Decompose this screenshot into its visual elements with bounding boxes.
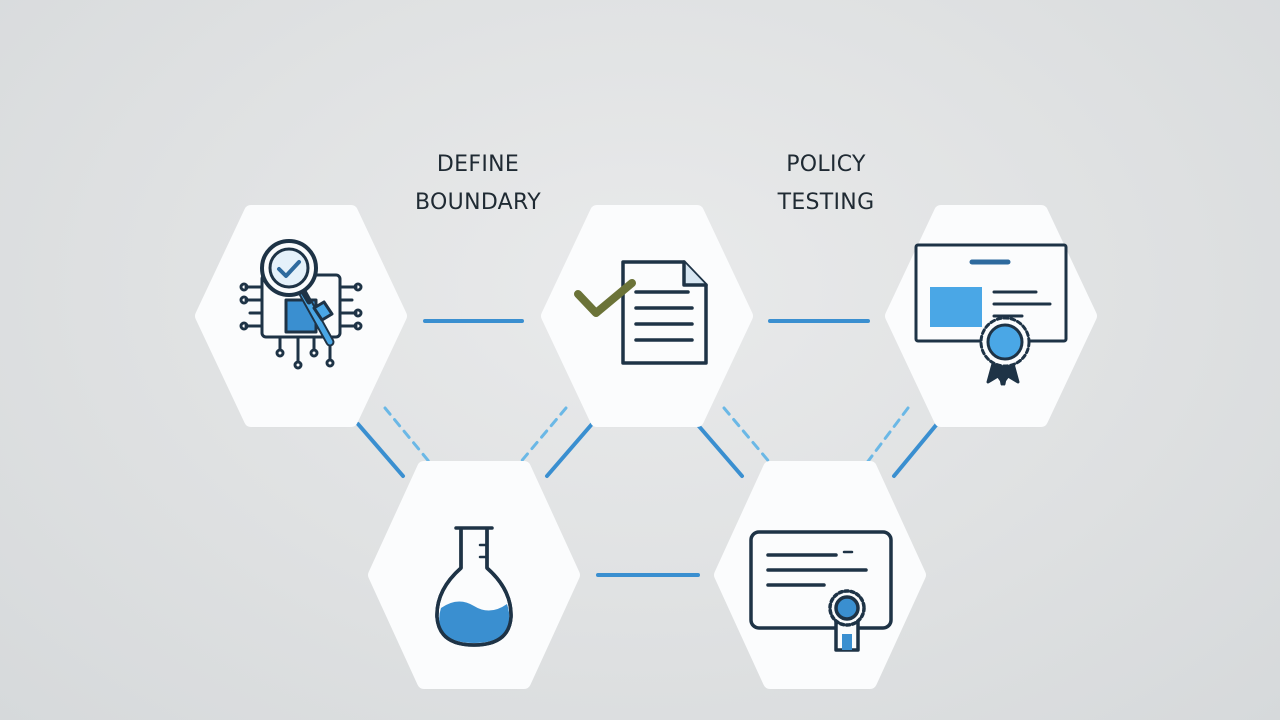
connector-inspect-lab-dashed bbox=[383, 406, 433, 466]
node-inspect bbox=[195, 205, 407, 427]
flask-icon bbox=[435, 526, 513, 647]
policy-testing-label: POLICY TESTING bbox=[726, 146, 926, 222]
node-document bbox=[541, 205, 753, 427]
define-boundary-label: DEFINE BOUNDARY bbox=[378, 146, 578, 222]
define-boundary-line2: BOUNDARY bbox=[415, 190, 541, 215]
connector-document-credential-solid bbox=[695, 422, 744, 478]
node-credential bbox=[714, 461, 926, 689]
node-lab bbox=[368, 461, 580, 689]
policy-testing-line2: TESTING bbox=[777, 190, 875, 215]
checked-document-icon bbox=[574, 260, 708, 365]
connectors bbox=[356, 319, 939, 577]
node-certificate bbox=[885, 205, 1097, 427]
connector-document-lab-solid bbox=[545, 422, 594, 478]
policy-testing-line1: POLICY bbox=[786, 152, 866, 177]
certificate-ribbon-icon bbox=[914, 243, 1068, 386]
connector-document-credential-dashed bbox=[722, 406, 773, 466]
define-boundary-line1: DEFINE bbox=[436, 152, 520, 177]
connector-document-lab-dashed bbox=[517, 406, 568, 466]
connector-certificate-credential-dashed bbox=[864, 406, 910, 466]
credential-card-icon bbox=[749, 530, 893, 652]
connector-inspect-lab-solid bbox=[356, 422, 405, 478]
connector-certificate-credential-solid bbox=[892, 422, 939, 478]
magnifier-chip-wrench-icon bbox=[239, 239, 363, 370]
